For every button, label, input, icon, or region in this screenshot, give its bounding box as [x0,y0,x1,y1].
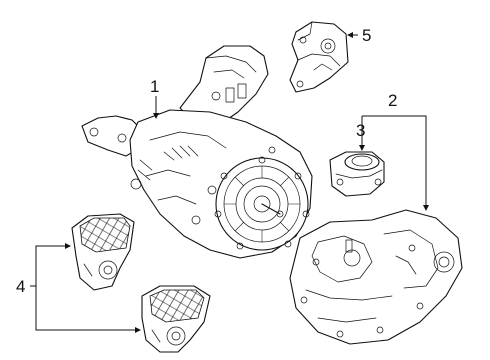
mount-bracket-upper-part [71,213,135,291]
callout-2-label: 2 [388,91,397,110]
mount-bracket-lower-part [141,285,211,353]
callout-5-label: 5 [362,26,371,45]
actuator-part [329,151,385,197]
transmission-assembly-part [81,45,313,259]
callout-3-label: 3 [356,121,365,140]
callout-4-label: 4 [16,277,25,296]
transaxle-case-part [289,209,463,345]
callout-2-leader [362,115,429,211]
callout-1-label: 1 [150,77,159,96]
callout-4-leader-lower [35,286,141,333]
upper-mount-part [289,21,349,93]
callout-4-leader-upper [30,243,71,287]
